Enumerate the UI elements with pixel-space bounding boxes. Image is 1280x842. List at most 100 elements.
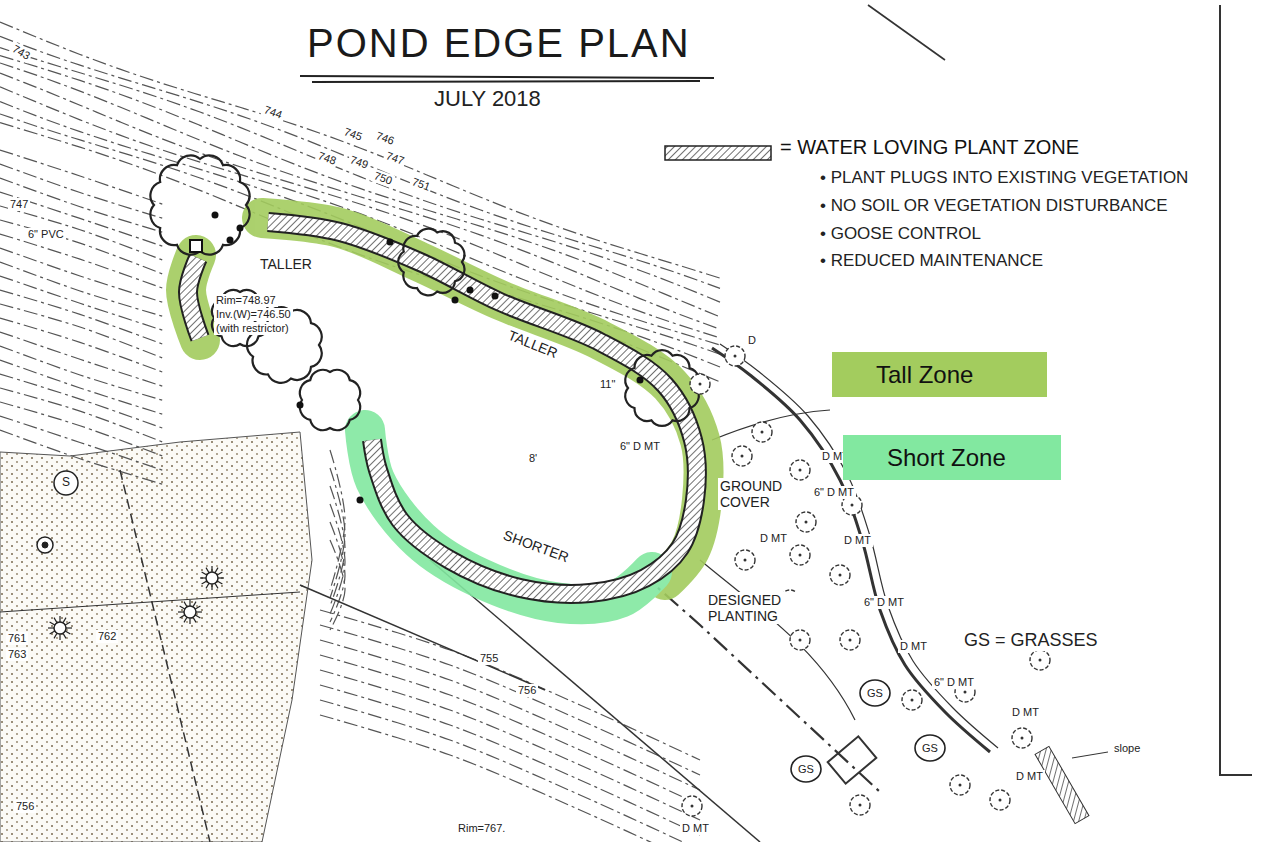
plan-linework — [50, 622, 55, 625]
plan-linework — [1030, 650, 1050, 670]
tree-label: 6" D MT — [812, 486, 856, 499]
plan-linework — [188, 258, 200, 338]
plan-linework — [37, 537, 53, 553]
area-label: GROUND COVER — [718, 478, 794, 510]
plan-linework — [195, 606, 200, 609]
plan-title: POND EDGE PLAN — [305, 20, 693, 66]
plan-linework — [65, 631, 70, 634]
plan-linework — [859, 804, 862, 807]
plan-linework — [320, 700, 700, 842]
note-text: • PLANT PLUGS INTO EXISTING VEGETATION — [818, 168, 1190, 188]
contour-label: 744 — [261, 103, 286, 123]
plan-linework — [452, 297, 459, 304]
plan-linework — [959, 784, 962, 787]
plan-linework — [915, 735, 945, 761]
plan-linework — [387, 239, 394, 246]
plan-linework — [189, 600, 190, 606]
plan-linework — [720, 344, 998, 748]
plan-linework — [63, 618, 66, 623]
outlet-structure — [190, 240, 202, 252]
plan-linework — [54, 471, 78, 495]
structure-label: (with restrictor) — [214, 322, 291, 335]
plan-linework — [0, 234, 165, 289]
plan-linework — [805, 521, 808, 524]
key-note: GS = GRASSES — [962, 630, 1100, 651]
plan-linework — [42, 542, 48, 548]
plan-linework — [320, 670, 700, 820]
plan-linework — [860, 680, 890, 706]
plan-linework — [700, 560, 855, 720]
plan-linework — [0, 304, 165, 359]
legend-text: Tall Zone — [876, 361, 973, 388]
plan-linework — [911, 699, 914, 702]
slope-symbol — [1035, 746, 1089, 823]
plan-linework — [50, 631, 55, 634]
plan-linework — [840, 630, 860, 650]
plan-linework — [180, 606, 185, 609]
tree-label: D — [746, 334, 758, 347]
plan-linework — [59, 616, 60, 622]
tree-label: D MT — [1014, 770, 1045, 783]
plan-linework — [1039, 659, 1042, 662]
plan-linework — [682, 796, 702, 816]
site-symbols — [37, 471, 224, 640]
plan-linework — [0, 220, 165, 275]
plan-linework — [0, 192, 165, 247]
plan-linework — [790, 460, 810, 480]
title-underline — [300, 76, 714, 82]
tree-label: 11" — [598, 378, 617, 391]
water-plant-band — [188, 222, 697, 594]
plan-linework — [215, 583, 218, 588]
plan-linework — [320, 655, 700, 805]
plan-linework — [0, 290, 165, 345]
plan-linework — [734, 355, 737, 358]
contour-label: 761 — [6, 632, 28, 645]
tree-label: 6" D MT — [932, 676, 976, 689]
zone-highlight — [186, 218, 704, 604]
site-lines — [0, 5, 1252, 842]
plan-linework — [320, 715, 700, 842]
plan-linework — [0, 346, 165, 401]
plan-linework — [1035, 746, 1089, 823]
plan-linework — [0, 332, 165, 387]
plan-linework — [849, 639, 852, 642]
plan-linework — [0, 416, 165, 471]
shrub-dot — [212, 212, 644, 504]
legend-swatch: Short Zone — [843, 435, 1061, 480]
plan-linework — [120, 470, 210, 842]
plan-linework — [851, 504, 854, 507]
plan-linework — [184, 606, 196, 618]
tree-label: D MT — [758, 532, 789, 545]
plan-linework — [262, 218, 704, 580]
plan-linework — [66, 627, 72, 628]
plan-linework — [59, 634, 60, 640]
tree-clump — [150, 155, 698, 430]
plan-linework — [467, 287, 474, 294]
structure-label: Inv.(W)=746.50 — [214, 308, 293, 321]
plan-linework — [63, 633, 66, 638]
contour-label: 762 — [96, 630, 118, 643]
contour-lines — [0, 22, 720, 842]
legend-hatch-sample — [665, 146, 771, 160]
plan-linework — [297, 402, 304, 409]
plan-linework — [796, 512, 816, 532]
plan-linework — [186, 255, 200, 340]
symbol-letter: S — [60, 476, 72, 490]
contour-label: 756 — [14, 800, 36, 813]
plan-linework — [54, 633, 57, 638]
plan-linework — [320, 610, 700, 760]
plan-linework — [237, 225, 244, 232]
plan-linework — [790, 545, 810, 565]
legend-entry: = WATER LOVING PLANT ZONE — [778, 136, 1081, 159]
plan-linework — [799, 554, 802, 557]
plan-linework — [206, 568, 209, 573]
grass-label: GS — [920, 742, 940, 755]
tree-label: D MT — [680, 822, 711, 835]
grass-label: GS — [796, 763, 816, 776]
plan-linework — [799, 469, 802, 472]
plan-linework — [0, 276, 165, 331]
tree-label: D MT — [1010, 706, 1041, 719]
plan-linework — [212, 212, 219, 219]
note-text: • REDUCED MAINTENANCE — [818, 251, 1045, 271]
tree-label: 6" D MT — [618, 440, 662, 453]
